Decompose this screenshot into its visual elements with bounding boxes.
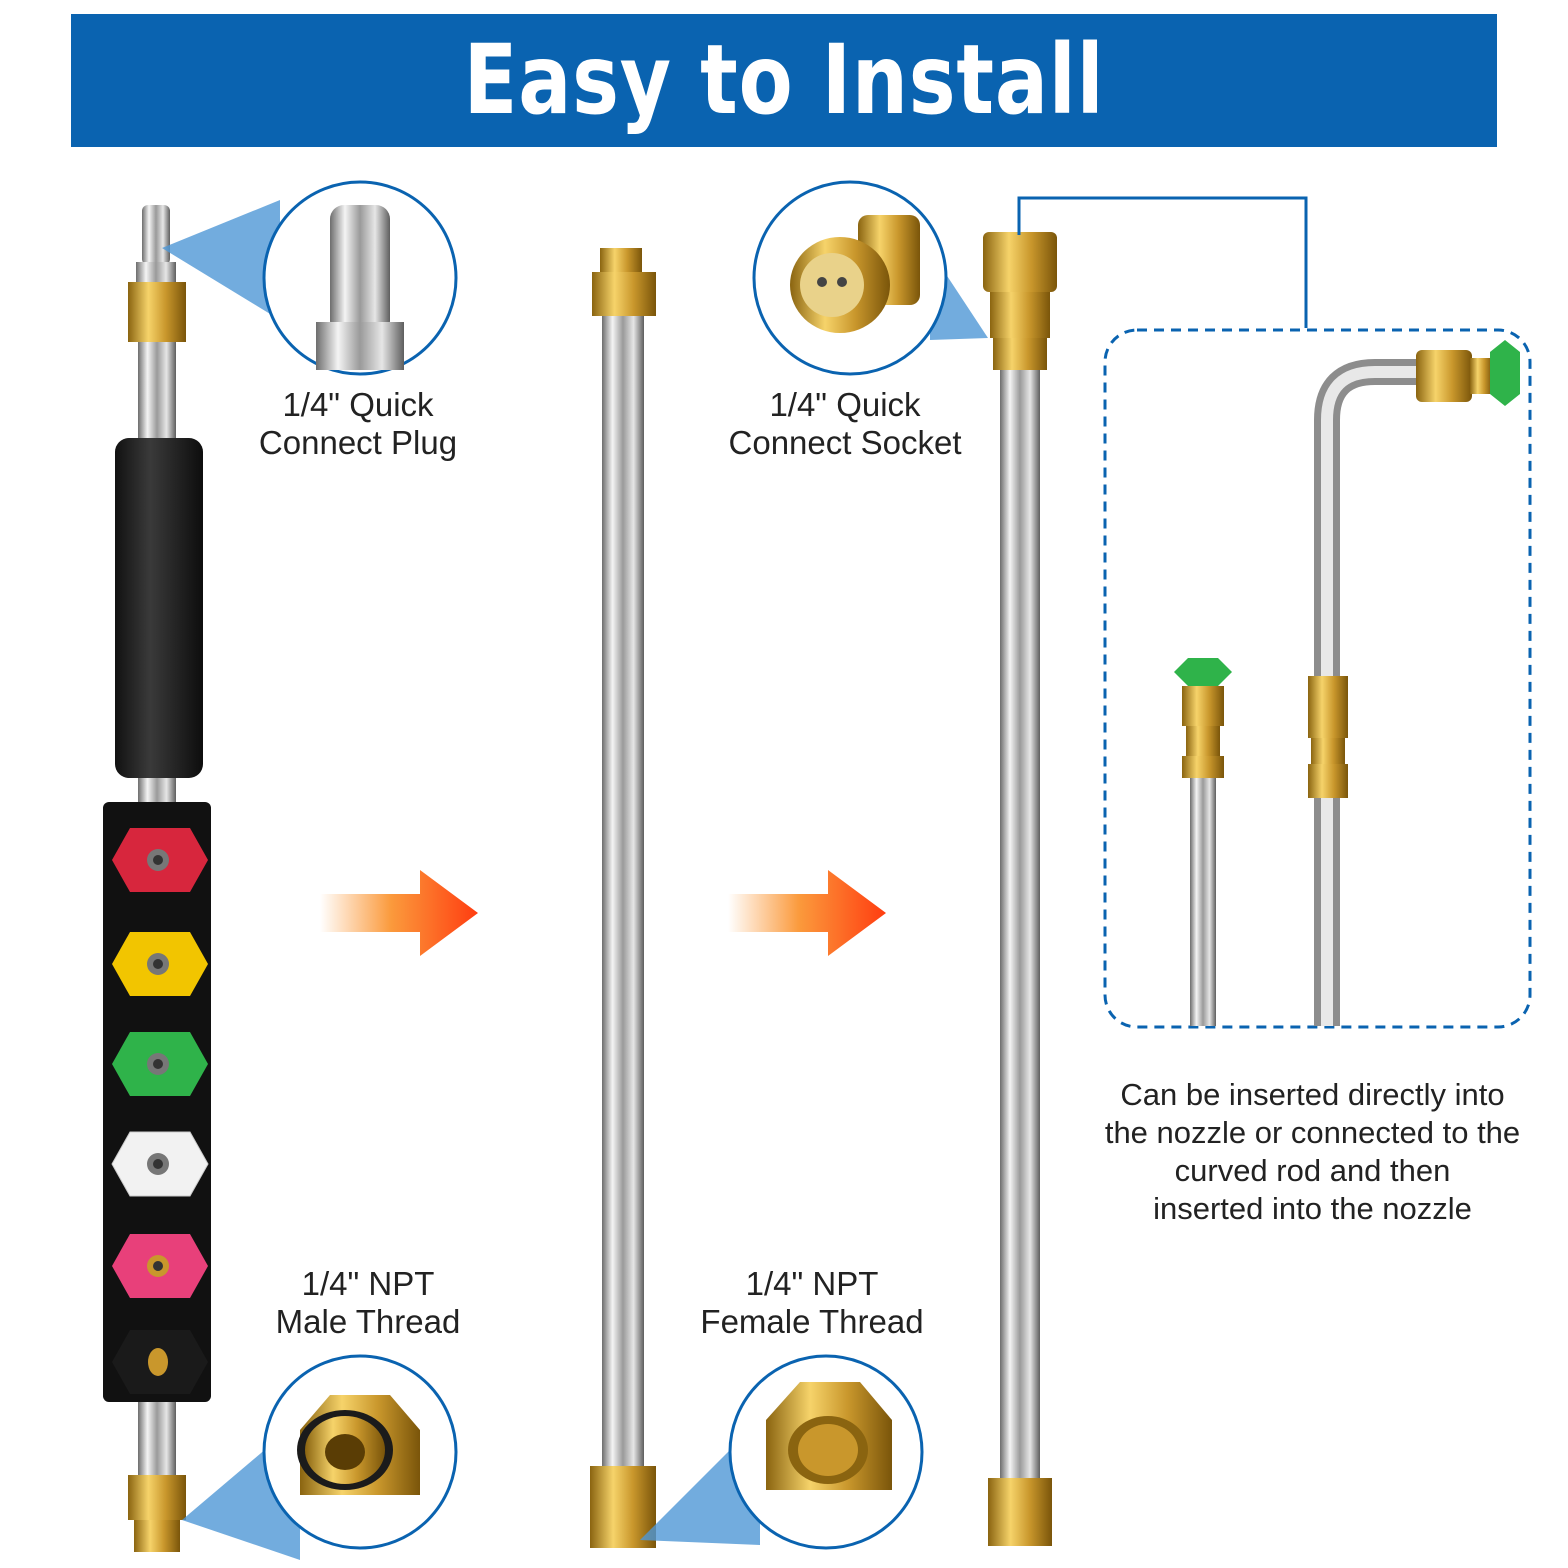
header-banner: Easy to Install: [71, 14, 1497, 147]
page-title: Easy to Install: [463, 24, 1105, 136]
nozzle-yellow: [112, 932, 208, 996]
wand-grip: [115, 438, 203, 778]
female-thread-callout: [728, 1354, 924, 1550]
wand-tube: [138, 342, 176, 442]
nozzle-black: [112, 1330, 208, 1394]
spray-wand: [103, 205, 211, 1552]
quick-socket-callout: [752, 180, 948, 376]
nozzle-pink: [112, 1234, 208, 1298]
arrow-right-icon: [728, 870, 886, 956]
short-rod-with-nozzle: [1174, 658, 1232, 1026]
quick-plug-tip: [142, 205, 170, 265]
arrow-right-icon: [320, 870, 478, 956]
nozzle-red: [112, 828, 208, 892]
nozzle-green: [112, 1032, 208, 1096]
callout-pointer: [162, 200, 280, 320]
male-thread-fitting: [128, 1475, 186, 1520]
male-thread-callout: [262, 1354, 458, 1550]
curved-rod: [1308, 340, 1520, 1026]
brass-fitting: [128, 282, 186, 342]
npt-male-label: 1/4" NPT Male Thread: [275, 1265, 461, 1340]
quick-plug-label: 1/4" Quick Connect Plug: [258, 386, 458, 461]
nozzle-white: [111, 1131, 209, 1197]
connector-line: [1017, 196, 1308, 328]
npt-female-label: 1/4" NPT Female Thread: [700, 1265, 924, 1340]
detail-box: [1103, 328, 1532, 1029]
extension-rod-socket: [983, 232, 1057, 1546]
quick-socket-label: 1/4" Quick Connect Socket: [728, 386, 962, 461]
install-note: Can be inserted directly into the nozzle…: [1104, 1077, 1521, 1226]
quick-plug-callout: [262, 180, 458, 376]
extension-rod: [590, 248, 656, 1548]
